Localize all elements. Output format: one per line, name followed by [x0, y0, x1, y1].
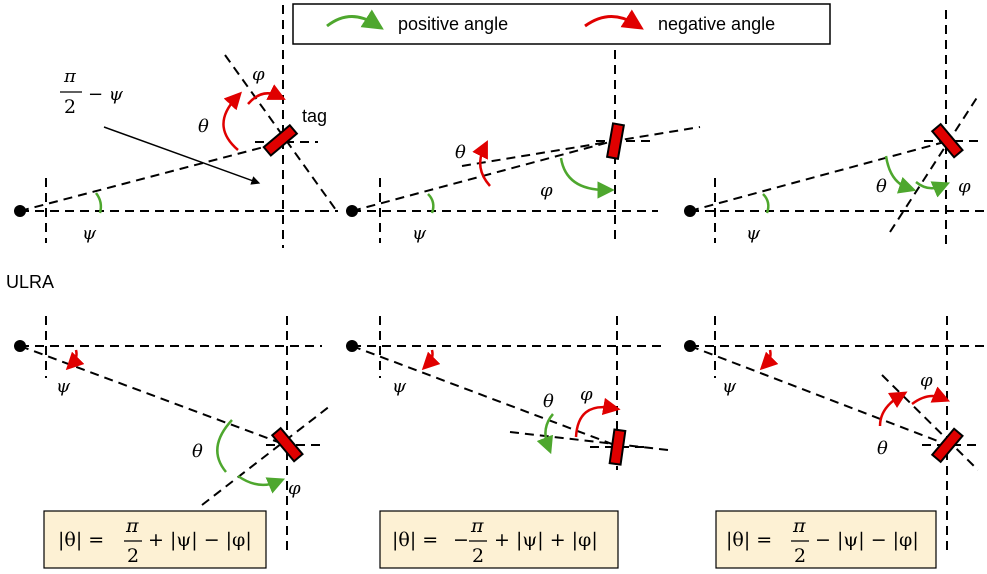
psi-label: ψ: [412, 223, 427, 244]
ulra-dot: [14, 205, 26, 217]
ulra-label: ULRA: [6, 272, 54, 292]
theta-arc: [222, 91, 242, 151]
legend-positive-label: positive angle: [398, 14, 508, 34]
svg-text:π: π: [125, 515, 139, 537]
phi-label: φ: [958, 176, 971, 197]
legend-negative-label: negative angle: [658, 14, 775, 34]
negative-angle-arrow-icon: [584, 9, 644, 30]
legend: positive angle negative angle: [292, 3, 831, 45]
psi-arc: [421, 349, 441, 371]
tag-marker: [605, 122, 626, 160]
ulra-dot: [346, 205, 358, 217]
positive-angle-arrow-icon: [326, 9, 384, 30]
theta-label: θ: [876, 176, 887, 197]
formula-box-left: |θ| = π 2 + |ψ| − |φ|: [43, 510, 267, 569]
pi-numerator: π: [63, 66, 77, 87]
psi-arc: [759, 349, 779, 371]
tag-marker: [270, 426, 304, 463]
phi-arc: [247, 84, 286, 105]
psi-arc: [427, 193, 435, 214]
psi-label: ψ: [56, 376, 71, 397]
panel-top-middle: [351, 50, 701, 243]
formula-box-right: |θ| = π 2 − |ψ| − |φ|: [715, 510, 937, 569]
theta-label: θ: [877, 438, 888, 459]
phi-arc: [915, 181, 951, 198]
svg-text:|θ| =: |θ| =: [58, 529, 104, 551]
psi-label: ψ: [746, 223, 761, 244]
phi-arc: [911, 386, 951, 406]
theta-label: θ: [198, 116, 209, 137]
theta-arc: [878, 391, 908, 427]
svg-text:2: 2: [794, 545, 806, 567]
ulra-dot: [346, 340, 358, 352]
ulra-dot: [684, 205, 696, 217]
tag-label: tag: [302, 106, 327, 126]
tag-marker: [930, 122, 964, 159]
phi-arc: [237, 474, 286, 494]
tag-marker: [262, 123, 299, 157]
theta-arc: [216, 419, 233, 473]
ulra-dot: [14, 340, 26, 352]
tag-marker: [608, 428, 627, 466]
psi-arc: [65, 349, 85, 371]
svg-text:2: 2: [472, 545, 484, 567]
theta-arc: [472, 140, 491, 187]
svg-text:π: π: [792, 515, 806, 537]
phi-label: φ: [580, 384, 593, 405]
psi-arc: [762, 193, 770, 214]
svg-text:+ |ψ| + |φ|: + |ψ| + |φ|: [494, 529, 598, 551]
svg-text:2: 2: [127, 545, 139, 567]
two-denominator: 2: [64, 96, 76, 118]
phi-label: φ: [920, 370, 933, 391]
svg-text:|θ| =: |θ| =: [726, 529, 772, 551]
psi-label: ψ: [722, 376, 737, 397]
theta-label: θ: [192, 441, 203, 462]
tag-marker: [930, 427, 964, 464]
formula-box-middle: |θ| = − π 2 + |ψ| + |φ|: [379, 510, 619, 569]
ulra-dot: [684, 340, 696, 352]
psi-label: ψ: [392, 376, 407, 397]
panel-top-right: [689, 10, 985, 248]
panel-bottom-left: [19, 316, 331, 550]
phi-arc: [574, 397, 621, 438]
phi-arc: [559, 157, 615, 199]
svg-text:π: π: [470, 515, 484, 537]
theta-arc: [536, 413, 554, 455]
pointer-line: [103, 126, 261, 185]
theta-label: θ: [455, 142, 466, 163]
minus-psi-label: − ψ: [88, 84, 124, 105]
psi-arc: [94, 192, 103, 214]
phi-label: φ: [540, 180, 553, 201]
phi-label: φ: [288, 478, 301, 499]
svg-text:|θ| =: |θ| =: [392, 529, 438, 551]
phi-label: φ: [252, 64, 265, 85]
complement-annotation: π 2 − ψ: [60, 66, 124, 118]
svg-text:− |ψ| − |φ|: − |ψ| − |φ|: [815, 529, 919, 551]
theta-arc: [884, 155, 917, 194]
svg-text:−: −: [453, 529, 469, 551]
theta-label: θ: [543, 391, 554, 412]
svg-text:+ |ψ| − |φ|: + |ψ| − |φ|: [148, 529, 252, 551]
psi-label: ψ: [82, 223, 97, 244]
